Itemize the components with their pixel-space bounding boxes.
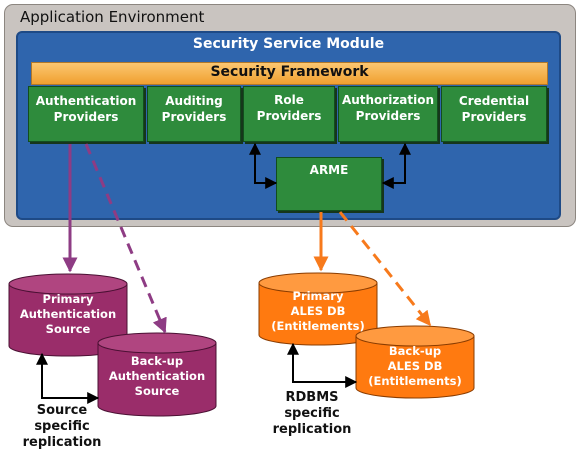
source-replication-label: Source specific replication <box>22 403 102 450</box>
authentication-providers-label: Authentication Providers <box>35 94 137 124</box>
authorization-providers-box <box>338 86 438 142</box>
credential-providers-box <box>441 86 547 142</box>
security-framework-bar <box>31 62 548 85</box>
role-to-arme-connector <box>249 142 278 189</box>
security-framework-title: Security Framework <box>210 64 369 80</box>
authentication-providers-box <box>28 86 144 142</box>
arme-label: ARME <box>309 163 349 177</box>
auditing-providers-label: Auditing Providers <box>161 94 227 124</box>
backup-ales-db-cylinder <box>355 325 475 399</box>
authorization-to-arme-connector <box>381 142 411 189</box>
credential-providers-label: Credential Providers <box>458 94 530 124</box>
authorization-providers-label: Authorization Providers <box>341 93 435 123</box>
auth-to-backup-source-arrow <box>84 143 167 334</box>
source-replication-connector <box>36 352 100 404</box>
security-service-module-title: Security Service Module <box>192 36 385 52</box>
backup-authentication-source-cylinder <box>97 332 217 417</box>
role-providers-label: Role Providers <box>256 93 322 123</box>
arme-box <box>276 157 382 211</box>
primary-ales-db-label: Primary ALES DB (Entitlements) <box>271 289 365 333</box>
backup-authentication-source-label: Back-up Authentication Source <box>108 354 206 398</box>
auditing-providers-box <box>147 86 241 142</box>
primary-authentication-source-label: Primary Authentication Source <box>19 292 117 336</box>
role-providers-box <box>243 86 335 142</box>
arme-to-backup-ales-db-arrow <box>338 211 432 327</box>
primary-authentication-source-cylinder <box>8 273 128 357</box>
application-environment-title: Application Environment <box>20 8 205 26</box>
rdbms-replication-connector <box>287 342 358 388</box>
rdbms-replication-label: RDBMS specific replication <box>272 390 352 437</box>
backup-ales-db-label: Back-up ALES DB (Entitlements) <box>368 344 462 388</box>
